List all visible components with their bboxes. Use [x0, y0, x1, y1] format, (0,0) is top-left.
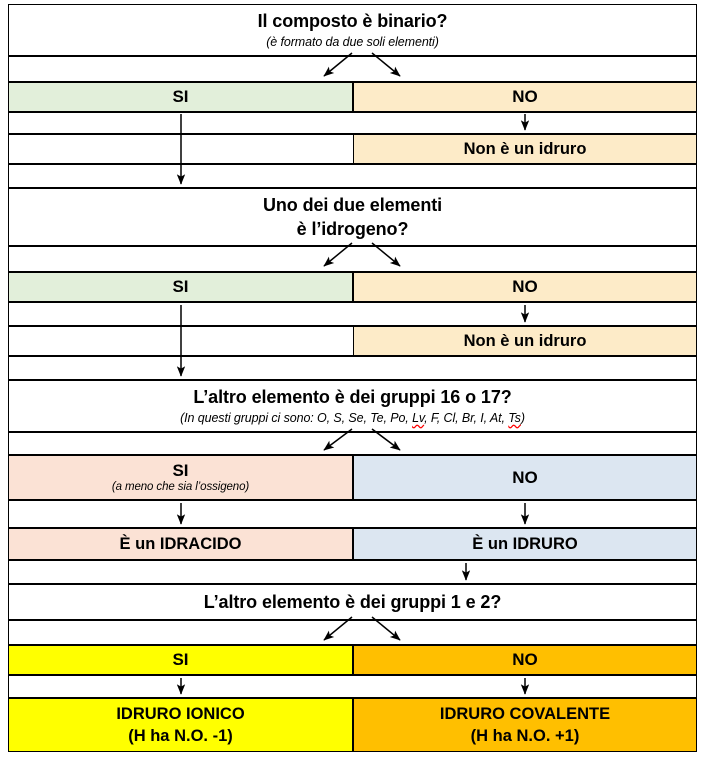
branch-row-4 [8, 620, 697, 645]
spacer-row-2 [8, 164, 697, 188]
answer-q1-yes-label: SI [172, 87, 189, 107]
answer-q4-no: NO [353, 645, 697, 675]
answer-q1-no-label: NO [512, 87, 538, 107]
branch-row-1 [8, 56, 697, 82]
answer-q2-no-label: NO [512, 277, 538, 297]
spacer-row-1 [8, 112, 697, 134]
answer-q4-no-label: NO [512, 650, 538, 670]
result-q2-no: Non è un idruro [353, 326, 697, 356]
branch-row-3 [8, 432, 697, 455]
answer-q2-no: NO [353, 272, 697, 302]
question-1-title: Il composto è binario? [257, 11, 448, 32]
question-3-title: L’altro elemento è dei gruppi 16 o 17? [193, 387, 512, 408]
result-q1-no-label: Non è un idruro [463, 139, 587, 158]
result-q4-yes: IDRURO IONICO (H ha N.O. -1) [8, 698, 353, 752]
answer-q1-yes: SI [8, 82, 353, 112]
result-q3-no-label: È un IDRURO [472, 534, 578, 553]
q3-sub-pre: (In questi gruppi ci sono: O, S, Se, Te,… [180, 410, 413, 425]
answer-q3-no: NO [353, 455, 697, 500]
result-q3-yes: È un IDRACIDO [8, 528, 353, 560]
spacer-left-2 [8, 326, 353, 356]
q3-sub-mid: , F, Cl, Br, I, At, [424, 410, 509, 425]
question-2-box: Uno dei due elementi è l’idrogeno? [8, 188, 697, 246]
result-q2-no-label: Non è un idruro [463, 331, 587, 350]
spacer-left-1 [8, 134, 353, 164]
result-q3-yes-label: È un IDRACIDO [119, 534, 242, 553]
spacer-row-6 [8, 560, 697, 584]
answer-q2-yes-label: SI [172, 277, 189, 297]
branch-row-2 [8, 246, 697, 272]
question-2-line1: Uno dei due elementi [262, 194, 443, 215]
answer-q3-yes-note: (a meno che sia l’ossigeno) [111, 481, 250, 494]
question-1-box: Il composto è binario? (è formato da due… [8, 4, 697, 56]
answer-q2-yes: SI [8, 272, 353, 302]
q3-sub-misspelled-ts: Ts [508, 410, 521, 425]
spacer-row-5 [8, 500, 697, 528]
question-3-box: L’altro elemento è dei gruppi 16 o 17? (… [8, 380, 697, 432]
answer-q3-yes-label: SI [172, 461, 189, 481]
question-4-box: L’altro elemento è dei gruppi 1 e 2? [8, 584, 697, 620]
answer-q3-yes: SI (a meno che sia l’ossigeno) [8, 455, 353, 500]
spacer-row-7 [8, 675, 697, 698]
result-q4-no: IDRURO COVALENTE (H ha N.O. +1) [353, 698, 697, 752]
answer-q4-yes: SI [8, 645, 353, 675]
spacer-row-3 [8, 302, 697, 326]
spacer-row-4 [8, 356, 697, 380]
result-q4-yes-line1: IDRURO IONICO [116, 705, 245, 724]
result-q3-no: È un IDRURO [353, 528, 697, 560]
result-q1-no: Non è un idruro [353, 134, 697, 164]
answer-q1-no: NO [353, 82, 697, 112]
question-2-line2: è l’idrogeno? [296, 219, 409, 239]
q3-sub-misspelled-lv: Lv [412, 410, 425, 425]
question-4-title: L’altro elemento è dei gruppi 1 e 2? [203, 591, 502, 612]
result-q4-no-line1: IDRURO COVALENTE [439, 705, 611, 724]
answer-q3-no-label: NO [512, 467, 538, 487]
result-q4-yes-line2: (H ha N.O. -1) [128, 726, 233, 745]
answer-q4-yes-label: SI [172, 650, 189, 670]
result-q4-no-line2: (H ha N.O. +1) [470, 726, 580, 745]
question-1-subtitle: (è formato da due soli elementi) [266, 34, 439, 49]
question-3-subtitle: (In questi gruppi ci sono: O, S, Se, Te,… [180, 411, 525, 425]
q3-sub-post: ) [520, 410, 525, 425]
